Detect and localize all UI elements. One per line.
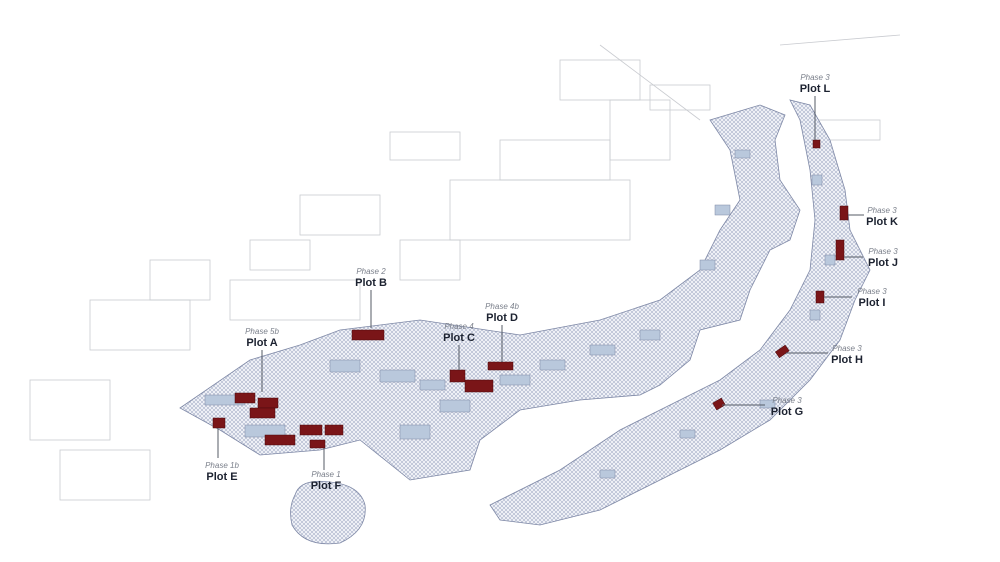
plot-b-buildings [351,329,385,341]
plot-c-buildings [449,369,494,393]
plot-h-name: Plot H [831,354,863,366]
plot-k-phase: Phase 3 [867,206,897,215]
existing-buildings [204,149,836,479]
plot-l-name: Plot L [799,83,831,95]
plot-c-name: Plot C [443,332,475,344]
plot-h-phase: Phase 3 [832,344,862,353]
plot-f-buildings [264,424,344,449]
plot-b-phase: Phase 2 [356,267,386,276]
plot-g-building [712,397,726,411]
plot-b-name: Plot B [355,277,387,289]
plot-d-phase: Phase 4b [485,302,519,311]
plot-k-building [839,205,849,221]
plot-j-building [835,239,845,261]
main-site-area [179,104,801,481]
plot-e-buildings [212,417,226,429]
plot-j-phase: Phase 3 [868,247,898,256]
plot-g-phase: Phase 3 [772,396,802,405]
plot-i-building [815,290,825,304]
plot-l-phase: Phase 3 [800,73,830,82]
site-areas [179,99,871,545]
plot-f-phase: Phase 1 [311,470,341,479]
leader-lines [217,96,864,470]
plot-c-phase: Phase 4 [444,322,474,331]
pond-area [290,480,366,545]
plot-g-name: Plot G [770,406,804,418]
plot-e-name: Plot E [206,471,238,483]
plot-h-building [775,344,790,359]
plot-e-phase: Phase 1b [205,461,239,470]
plot-f-name: Plot F [310,480,342,492]
plot-a-buildings [234,392,279,419]
plot-i-phase: Phase 3 [857,287,887,296]
plot-d-name: Plot D [486,312,518,324]
plot-j-name: Plot J [868,257,898,269]
river-ribbon-area [489,99,871,526]
plot-a-name: Plot A [246,337,278,349]
plot-k-name: Plot K [866,216,898,228]
plot-l-building [812,139,821,149]
plot-i-name: Plot I [858,297,886,309]
plot-a-phase: Phase 5b [245,327,279,336]
plot-buildings [212,139,849,449]
plot-d-buildings [487,361,514,371]
